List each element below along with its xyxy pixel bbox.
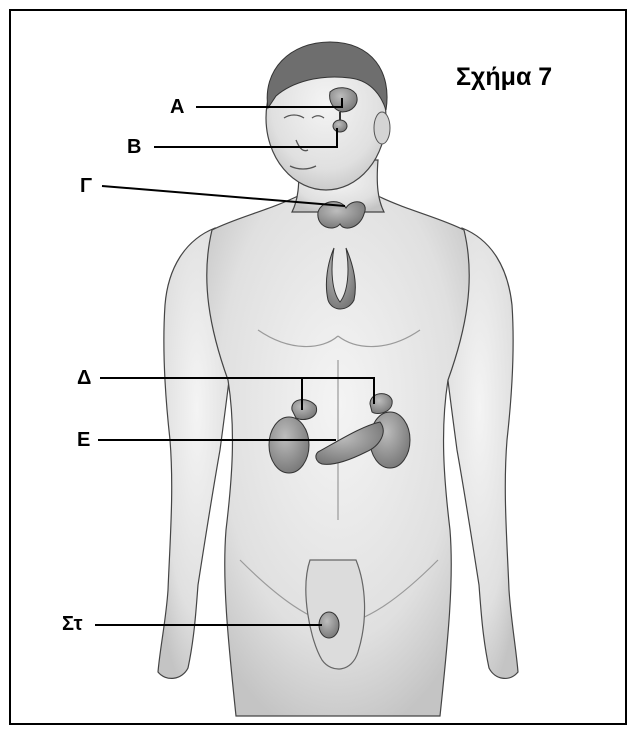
left-kidney [269,417,309,473]
label-c: Γ [80,176,92,196]
ear [374,112,390,144]
label-st: Στ [62,614,83,634]
label-d: Δ [77,368,91,388]
label-a: Α [170,97,184,117]
label-e: Ε [77,430,90,450]
pituitary [333,120,347,132]
label-b: Β [127,137,141,157]
figure-title: Σχήμα 7 [456,63,552,92]
left-adrenal [292,400,317,420]
